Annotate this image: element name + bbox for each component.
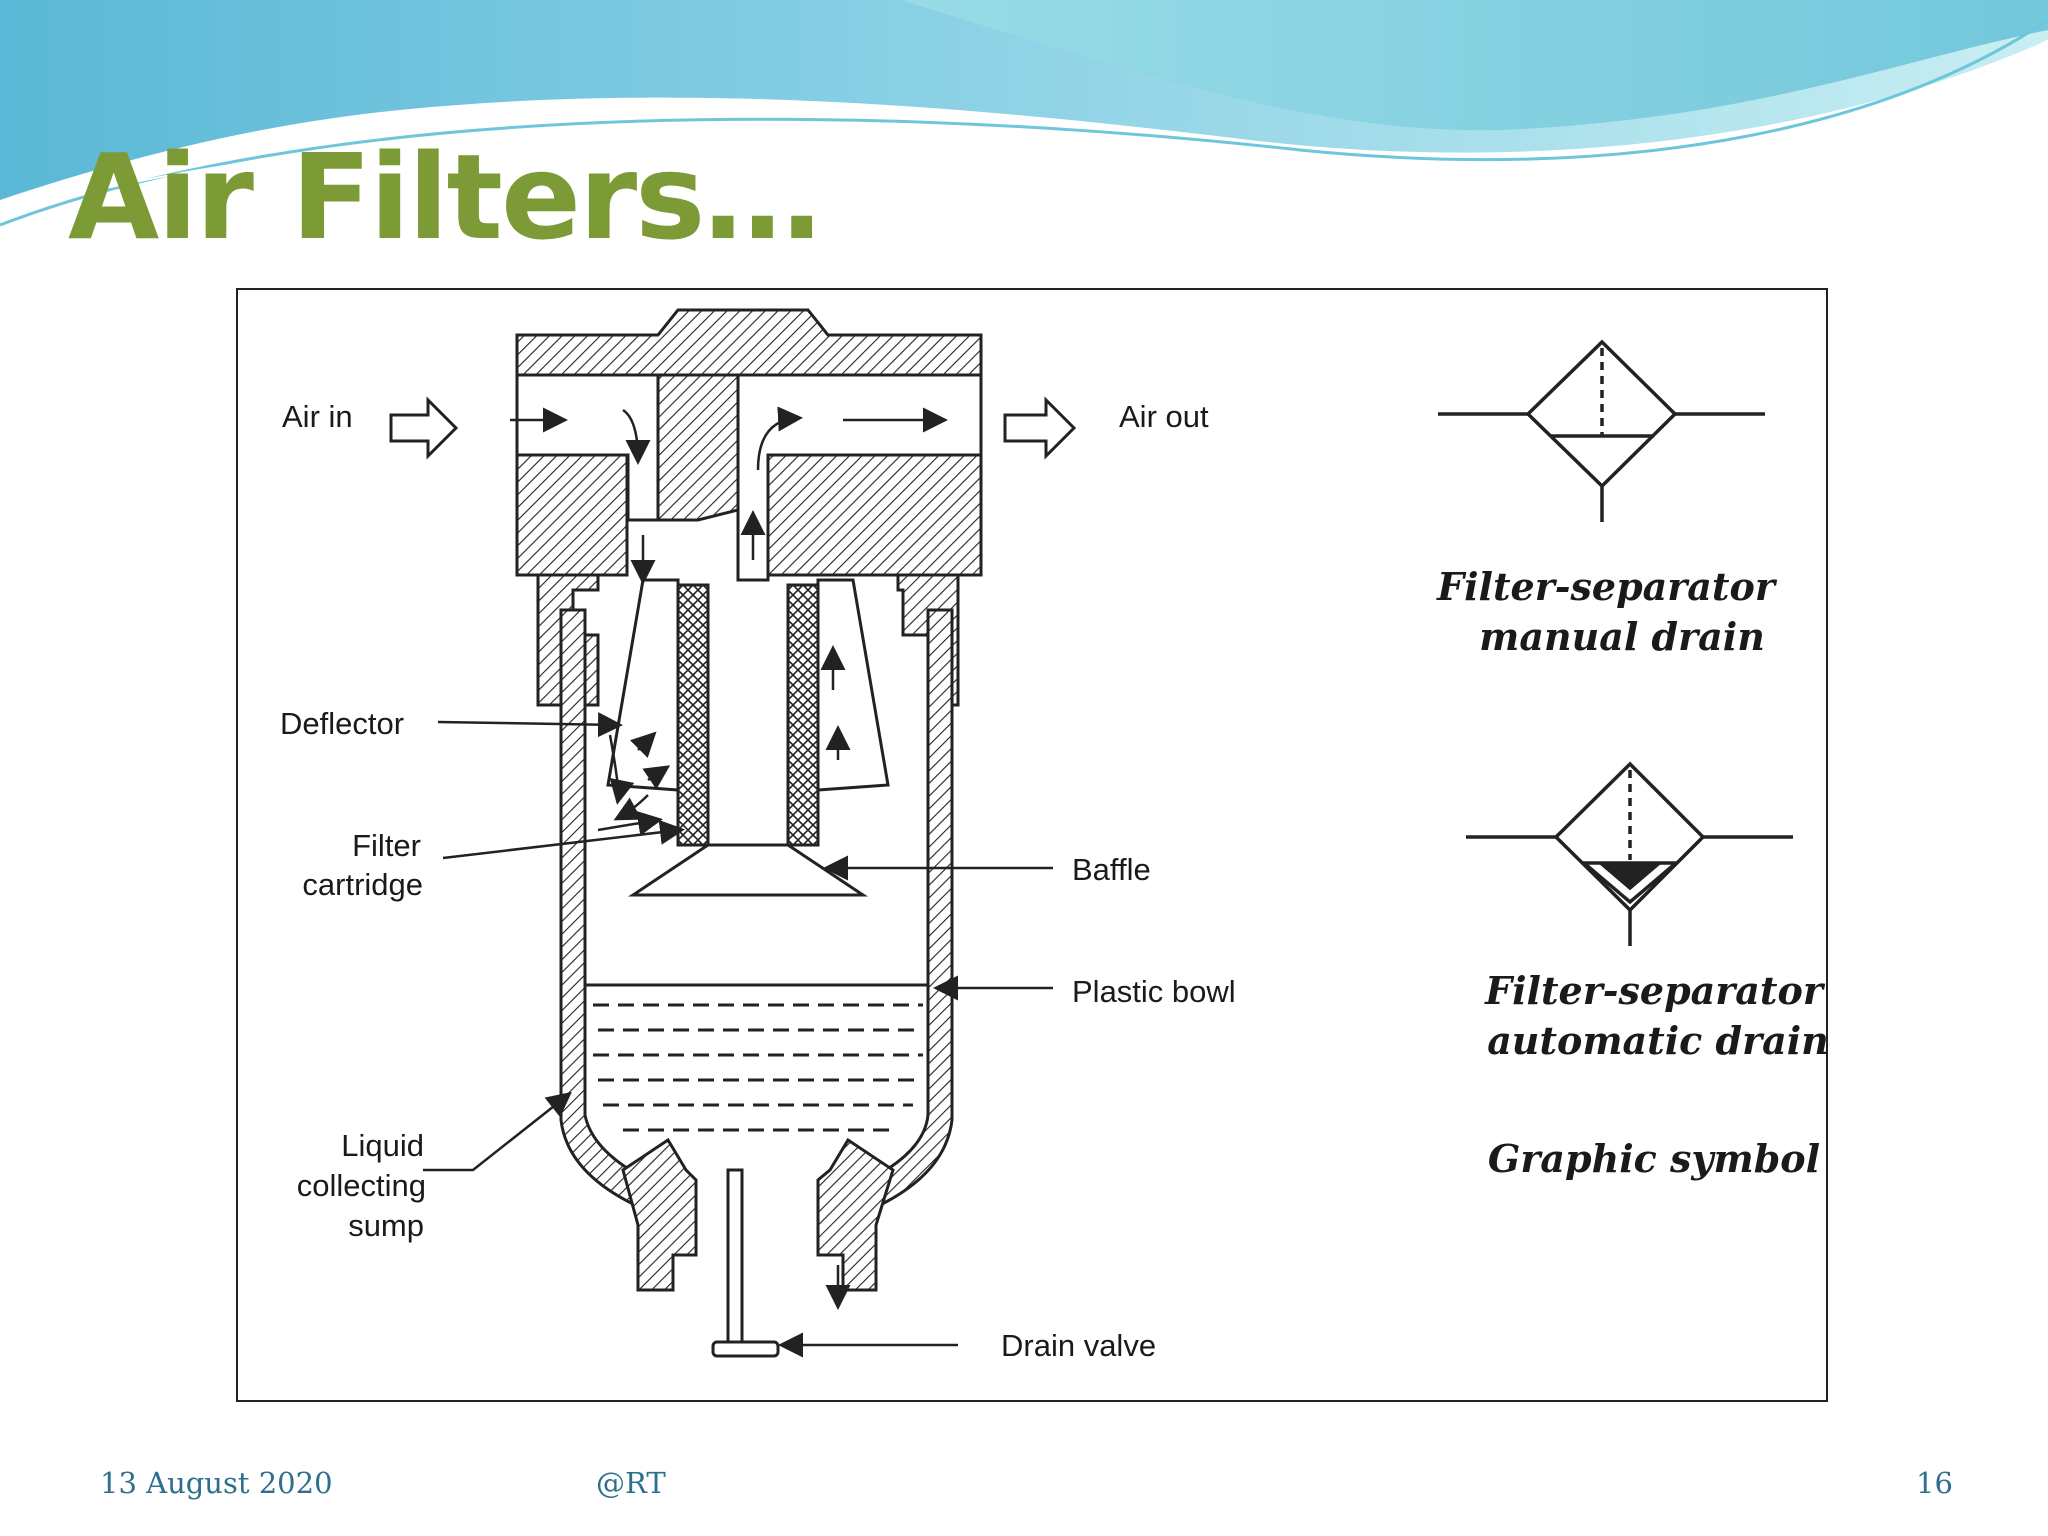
label-drain-valve: Drain valve (1001, 1328, 1156, 1363)
label-air-out: Air out (1119, 399, 1209, 434)
air-filter-diagram: Air in Air out Deflector Filter cartridg… (280, 308, 1826, 1363)
label-sump-line3: sump (348, 1208, 424, 1243)
footer-page-number: 16 (1916, 1466, 1953, 1500)
symbol-auto-line2: automatic drain (1487, 1018, 1826, 1063)
label-filter-line1: Filter (352, 828, 421, 863)
label-plastic-bowl: Plastic bowl (1072, 974, 1236, 1009)
label-sump-line2: collecting (297, 1168, 426, 1203)
filter-cartridge-right (786, 583, 820, 847)
footer-author: @RT (596, 1466, 666, 1500)
symbol-manual-drain (1438, 339, 1765, 522)
header-wave (0, 0, 2048, 227)
symbol-caption: Graphic symbol (1488, 1136, 1820, 1181)
filter-cartridge-left (676, 583, 710, 847)
footer-date: 13 August 2020 (100, 1466, 333, 1500)
air-in-arrow (389, 396, 459, 460)
label-air-in: Air in (282, 399, 353, 434)
symbol-auto-line1: Filter-separator (1484, 968, 1826, 1013)
label-deflector: Deflector (280, 706, 404, 741)
deflector-right (816, 578, 890, 792)
deflector (606, 578, 680, 792)
drain-body-right (816, 1137, 895, 1292)
label-filter-line2: cartridge (302, 867, 423, 902)
air-out-arrow (1003, 396, 1077, 460)
liquid-dashes (593, 1003, 923, 1132)
symbol-manual-line2: manual drain (1479, 614, 1765, 659)
symbol-automatic-drain (1466, 761, 1793, 946)
slide-title: Air Filters… (68, 128, 821, 266)
label-baffle: Baffle (1072, 852, 1151, 887)
label-sump-line1: Liquid (341, 1128, 424, 1163)
filter-head (515, 308, 983, 377)
flow-arrows (510, 406, 948, 1310)
symbol-manual-line1: Filter-separator (1436, 564, 1778, 609)
head-left-block (515, 453, 629, 577)
head-right-block (766, 453, 983, 577)
head-stem (656, 373, 740, 522)
baffle (628, 843, 868, 897)
drain-stem (726, 1168, 744, 1347)
air-filter-figure: Air in Air out Deflector Filter cartridg… (236, 288, 1828, 1402)
drain-valve-disc (711, 1340, 780, 1358)
drain-body (621, 1137, 698, 1292)
